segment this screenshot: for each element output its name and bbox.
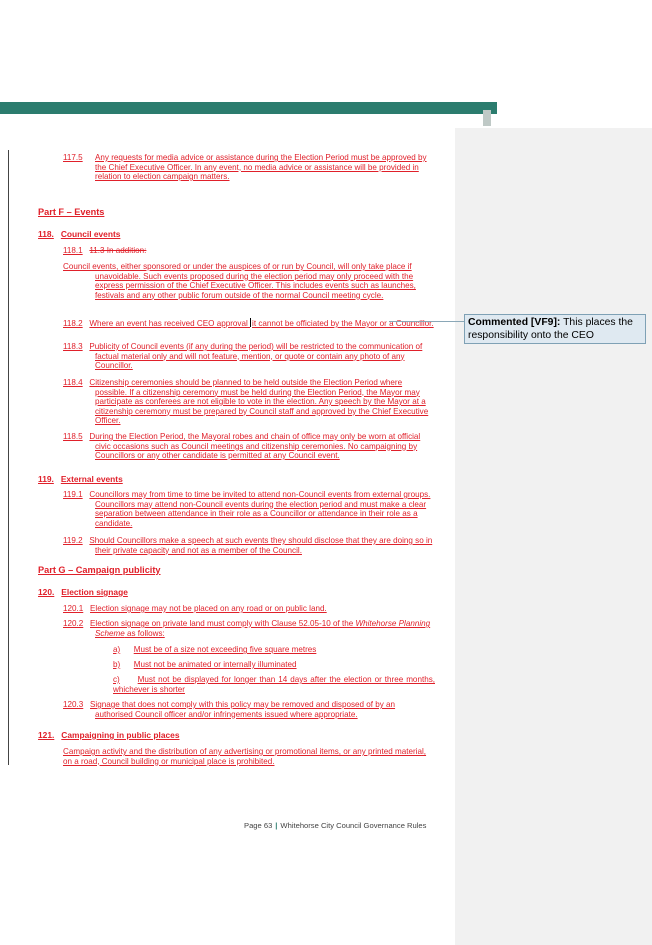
comment-label: Commented [VF9]: <box>468 317 561 328</box>
para-117-5: 117.5 Any requests for media advice or a… <box>63 153 427 181</box>
section-121-heading: 121. Campaigning in public places <box>38 730 180 740</box>
part-f-heading: Part F – Events <box>38 207 105 217</box>
change-bar <box>8 150 9 765</box>
comment-margin-pane <box>455 128 652 945</box>
para-119-2: 119.2 Should Councillors make a speech a… <box>63 536 433 555</box>
para-118-1: 118.1 11.3 In addition: <box>63 246 147 255</box>
para-118-4: 118.4 Citizenship ceremonies should be p… <box>63 378 429 425</box>
para-120-2: 120.2 Election signage on private land m… <box>63 619 431 638</box>
comment-connector <box>389 321 466 322</box>
para-119-1: 119.1 Councillors may from time to time … <box>63 490 431 528</box>
para-120-2-c: c) Must not be displayed for longer than… <box>113 675 435 694</box>
footer-title: Whitehorse City Council Governance Rules <box>280 821 427 830</box>
header-band <box>0 102 497 114</box>
text-cursor <box>250 318 252 327</box>
page-number: Page 63 <box>244 821 273 830</box>
para-118-2: 118.2 Where an event has received CEO ap… <box>63 318 434 328</box>
comment-text: This places the responsibility onto the … <box>468 317 633 341</box>
para-120-2-b: b) Must not be animated or internally il… <box>113 660 297 669</box>
header-band-tab <box>483 110 491 126</box>
para-120-3: 120.3 Signage that does not comply with … <box>63 700 396 719</box>
section-119-heading: 119. External events <box>38 474 123 484</box>
comment-bubble[interactable]: Commented [VF9]: This places the respons… <box>464 314 646 344</box>
para-118-5: 118.5 During the Election Period, the Ma… <box>63 432 421 460</box>
para-118-1-body: Council events, either sponsored or unde… <box>63 262 416 300</box>
para-121-body: Campaign activity and the distribution o… <box>63 747 427 766</box>
para-118-3: 118.3 Publicity of Council events (if an… <box>63 342 423 370</box>
footer-separator: | <box>275 821 278 830</box>
section-120-heading: 120. Election signage <box>38 587 128 597</box>
part-g-heading: Part G – Campaign publicity <box>38 565 161 575</box>
page-footer: Page 63|Whitehorse City Council Governan… <box>244 821 426 830</box>
para-120-1: 120.1 Election signage may not be placed… <box>63 604 327 613</box>
section-118-heading: 118. Council events <box>38 229 121 239</box>
para-120-2-a: a) Must be of a size not exceeding five … <box>113 645 317 654</box>
